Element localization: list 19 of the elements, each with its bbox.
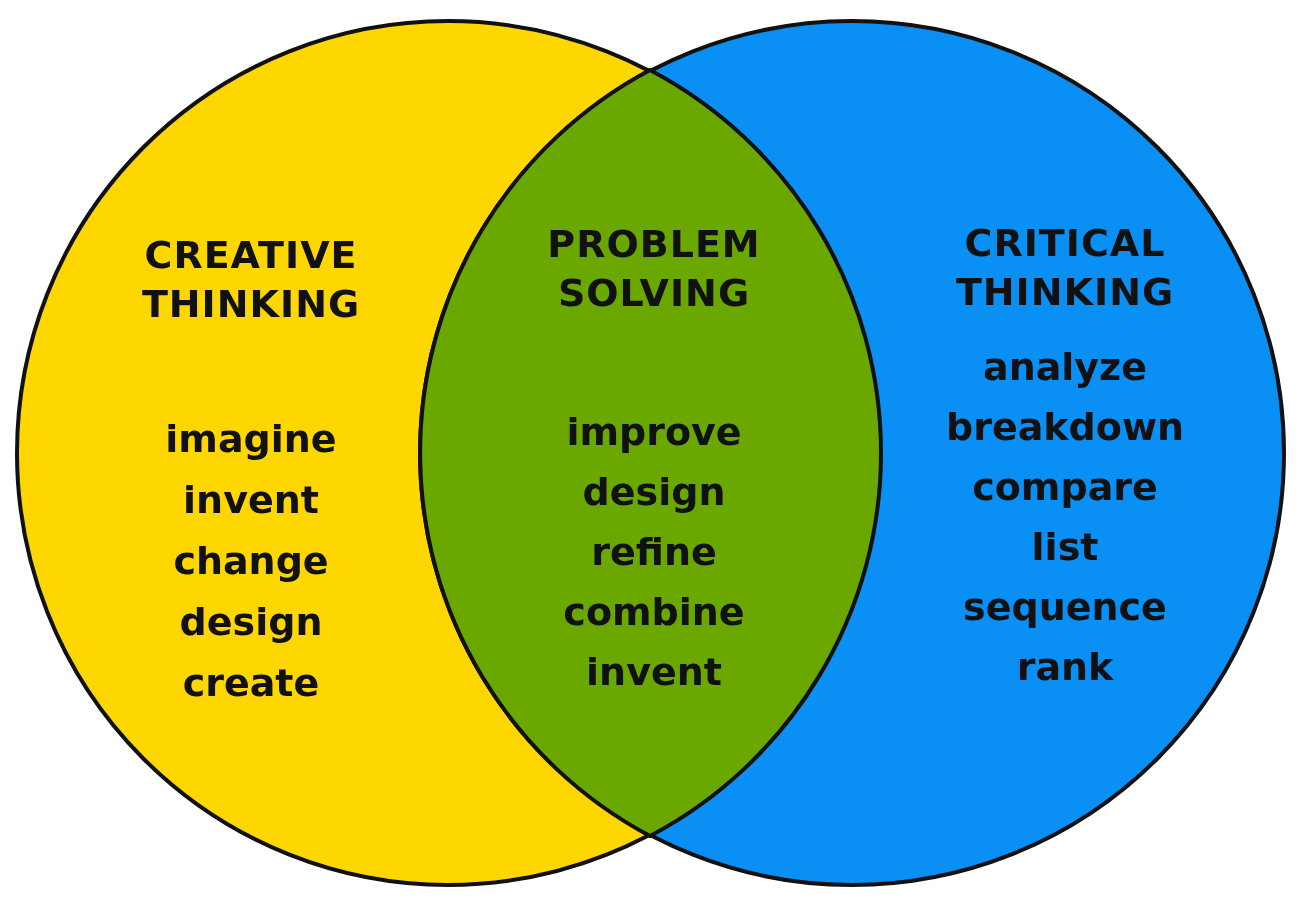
keyword-text: create — [181, 661, 321, 707]
keyword-text: analyze — [982, 345, 1148, 391]
keyword-text: list — [1030, 525, 1100, 571]
keyword-text: sequence — [962, 585, 1168, 631]
keyword-text: invent — [182, 478, 320, 524]
keyword-text: change — [172, 539, 330, 585]
heading-text: CRITICAL THINKING — [954, 220, 1176, 317]
keyword-text: design — [178, 600, 324, 646]
heading-text: CREATIVE THINKING — [140, 232, 362, 329]
heading-text: PROBLEM SOLVING — [546, 221, 762, 318]
keyword-text: compare — [971, 465, 1159, 511]
keyword-text: design — [581, 470, 727, 516]
keyword-text: breakdown — [944, 405, 1186, 451]
keyword-text: refine — [590, 530, 718, 576]
keyword-text: imagine — [164, 417, 338, 463]
keyword-text: improve — [565, 410, 743, 456]
keyword-text: combine — [562, 590, 746, 636]
keyword-text: invent — [585, 650, 723, 696]
keyword-text: rank — [1015, 645, 1115, 691]
